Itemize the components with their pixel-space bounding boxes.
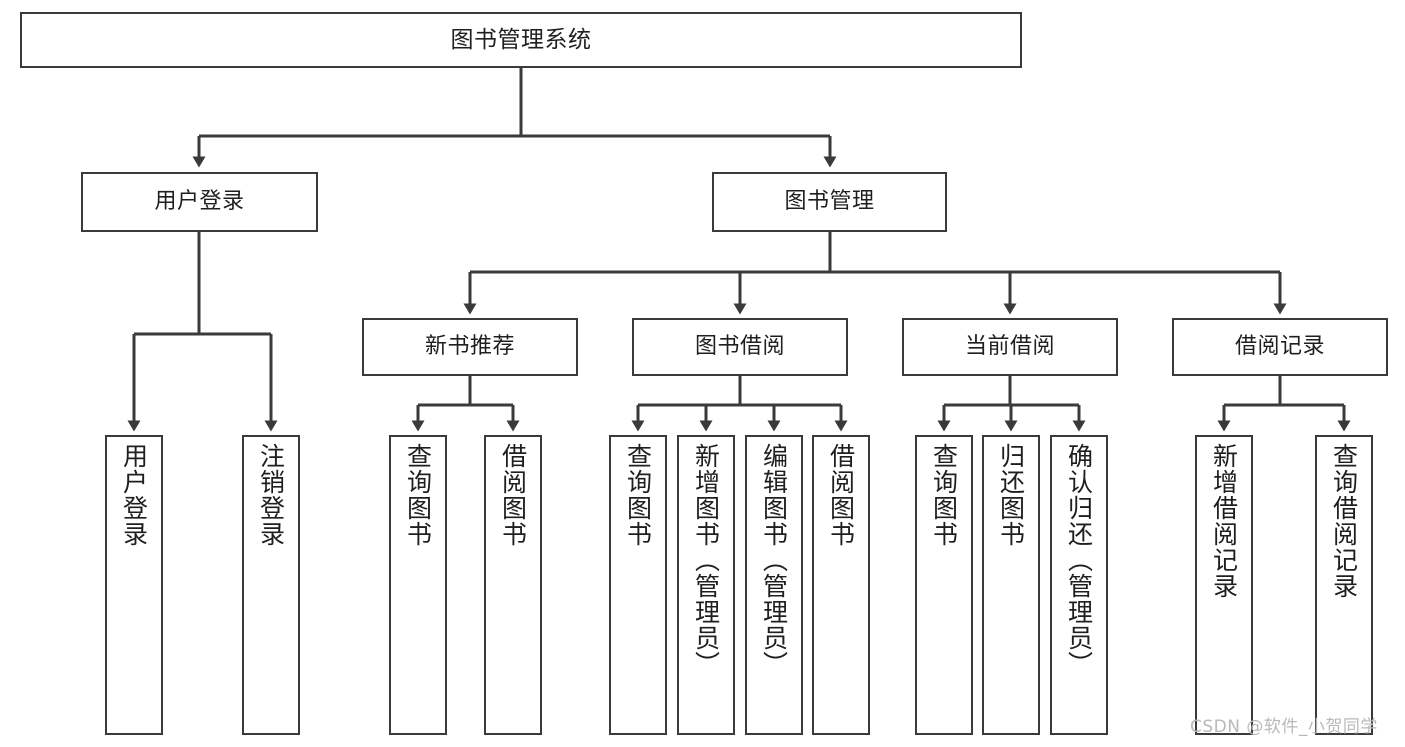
leaf-add-borrow-record[interactable]: 新增借阅记录 [1195, 435, 1253, 735]
node-label: 查询借阅记录 [1329, 443, 1359, 599]
node-label: 查询图书 [929, 443, 959, 547]
leaf-query-book-1[interactable]: 查询图书 [389, 435, 447, 735]
node-label: 借阅图书 [826, 443, 856, 547]
node-label: 用户登录 [154, 189, 245, 215]
leaf-edit-book-admin[interactable]: 编辑图书（管理员） [745, 435, 803, 735]
node-current-borrow[interactable]: 当前借阅 [902, 318, 1118, 376]
node-label: 图书借阅 [694, 334, 785, 360]
leaf-borrow-book-1[interactable]: 借阅图书 [484, 435, 542, 735]
node-label: 查询图书 [623, 443, 653, 547]
node-label: 注销登录 [256, 443, 286, 547]
leaf-borrow-book-2[interactable]: 借阅图书 [812, 435, 870, 735]
node-label: 确认归还（管理员） [1064, 443, 1094, 677]
node-book-manage[interactable]: 图书管理 [712, 172, 947, 232]
node-label: 归还图书 [996, 443, 1026, 547]
leaf-logout-login[interactable]: 注销登录 [242, 435, 300, 735]
node-label: 借阅记录 [1234, 334, 1325, 360]
leaf-query-book-2[interactable]: 查询图书 [609, 435, 667, 735]
node-label: 查询图书 [403, 443, 433, 547]
node-label: 新增借阅记录 [1209, 443, 1239, 599]
node-label: 借阅图书 [498, 443, 528, 547]
node-user-login[interactable]: 用户登录 [81, 172, 318, 232]
node-label: 用户登录 [119, 443, 149, 547]
node-root-system[interactable]: 图书管理系统 [20, 12, 1022, 68]
node-label: 图书管理系统 [450, 26, 592, 53]
leaf-confirm-return-admin[interactable]: 确认归还（管理员） [1050, 435, 1108, 735]
leaf-add-book-admin[interactable]: 新增图书（管理员） [677, 435, 735, 735]
node-label: 新增图书（管理员） [691, 443, 721, 677]
leaf-query-borrow-record[interactable]: 查询借阅记录 [1315, 435, 1373, 735]
leaf-query-book-3[interactable]: 查询图书 [915, 435, 973, 735]
node-label: 图书管理 [784, 189, 875, 215]
leaf-return-book[interactable]: 归还图书 [982, 435, 1040, 735]
node-label: 编辑图书（管理员） [759, 443, 789, 677]
node-new-book-recommend[interactable]: 新书推荐 [362, 318, 578, 376]
leaf-user-login[interactable]: 用户登录 [105, 435, 163, 735]
node-book-borrow[interactable]: 图书借阅 [632, 318, 848, 376]
node-label: 新书推荐 [424, 334, 515, 360]
node-label: 当前借阅 [964, 334, 1055, 360]
node-borrow-record[interactable]: 借阅记录 [1172, 318, 1388, 376]
